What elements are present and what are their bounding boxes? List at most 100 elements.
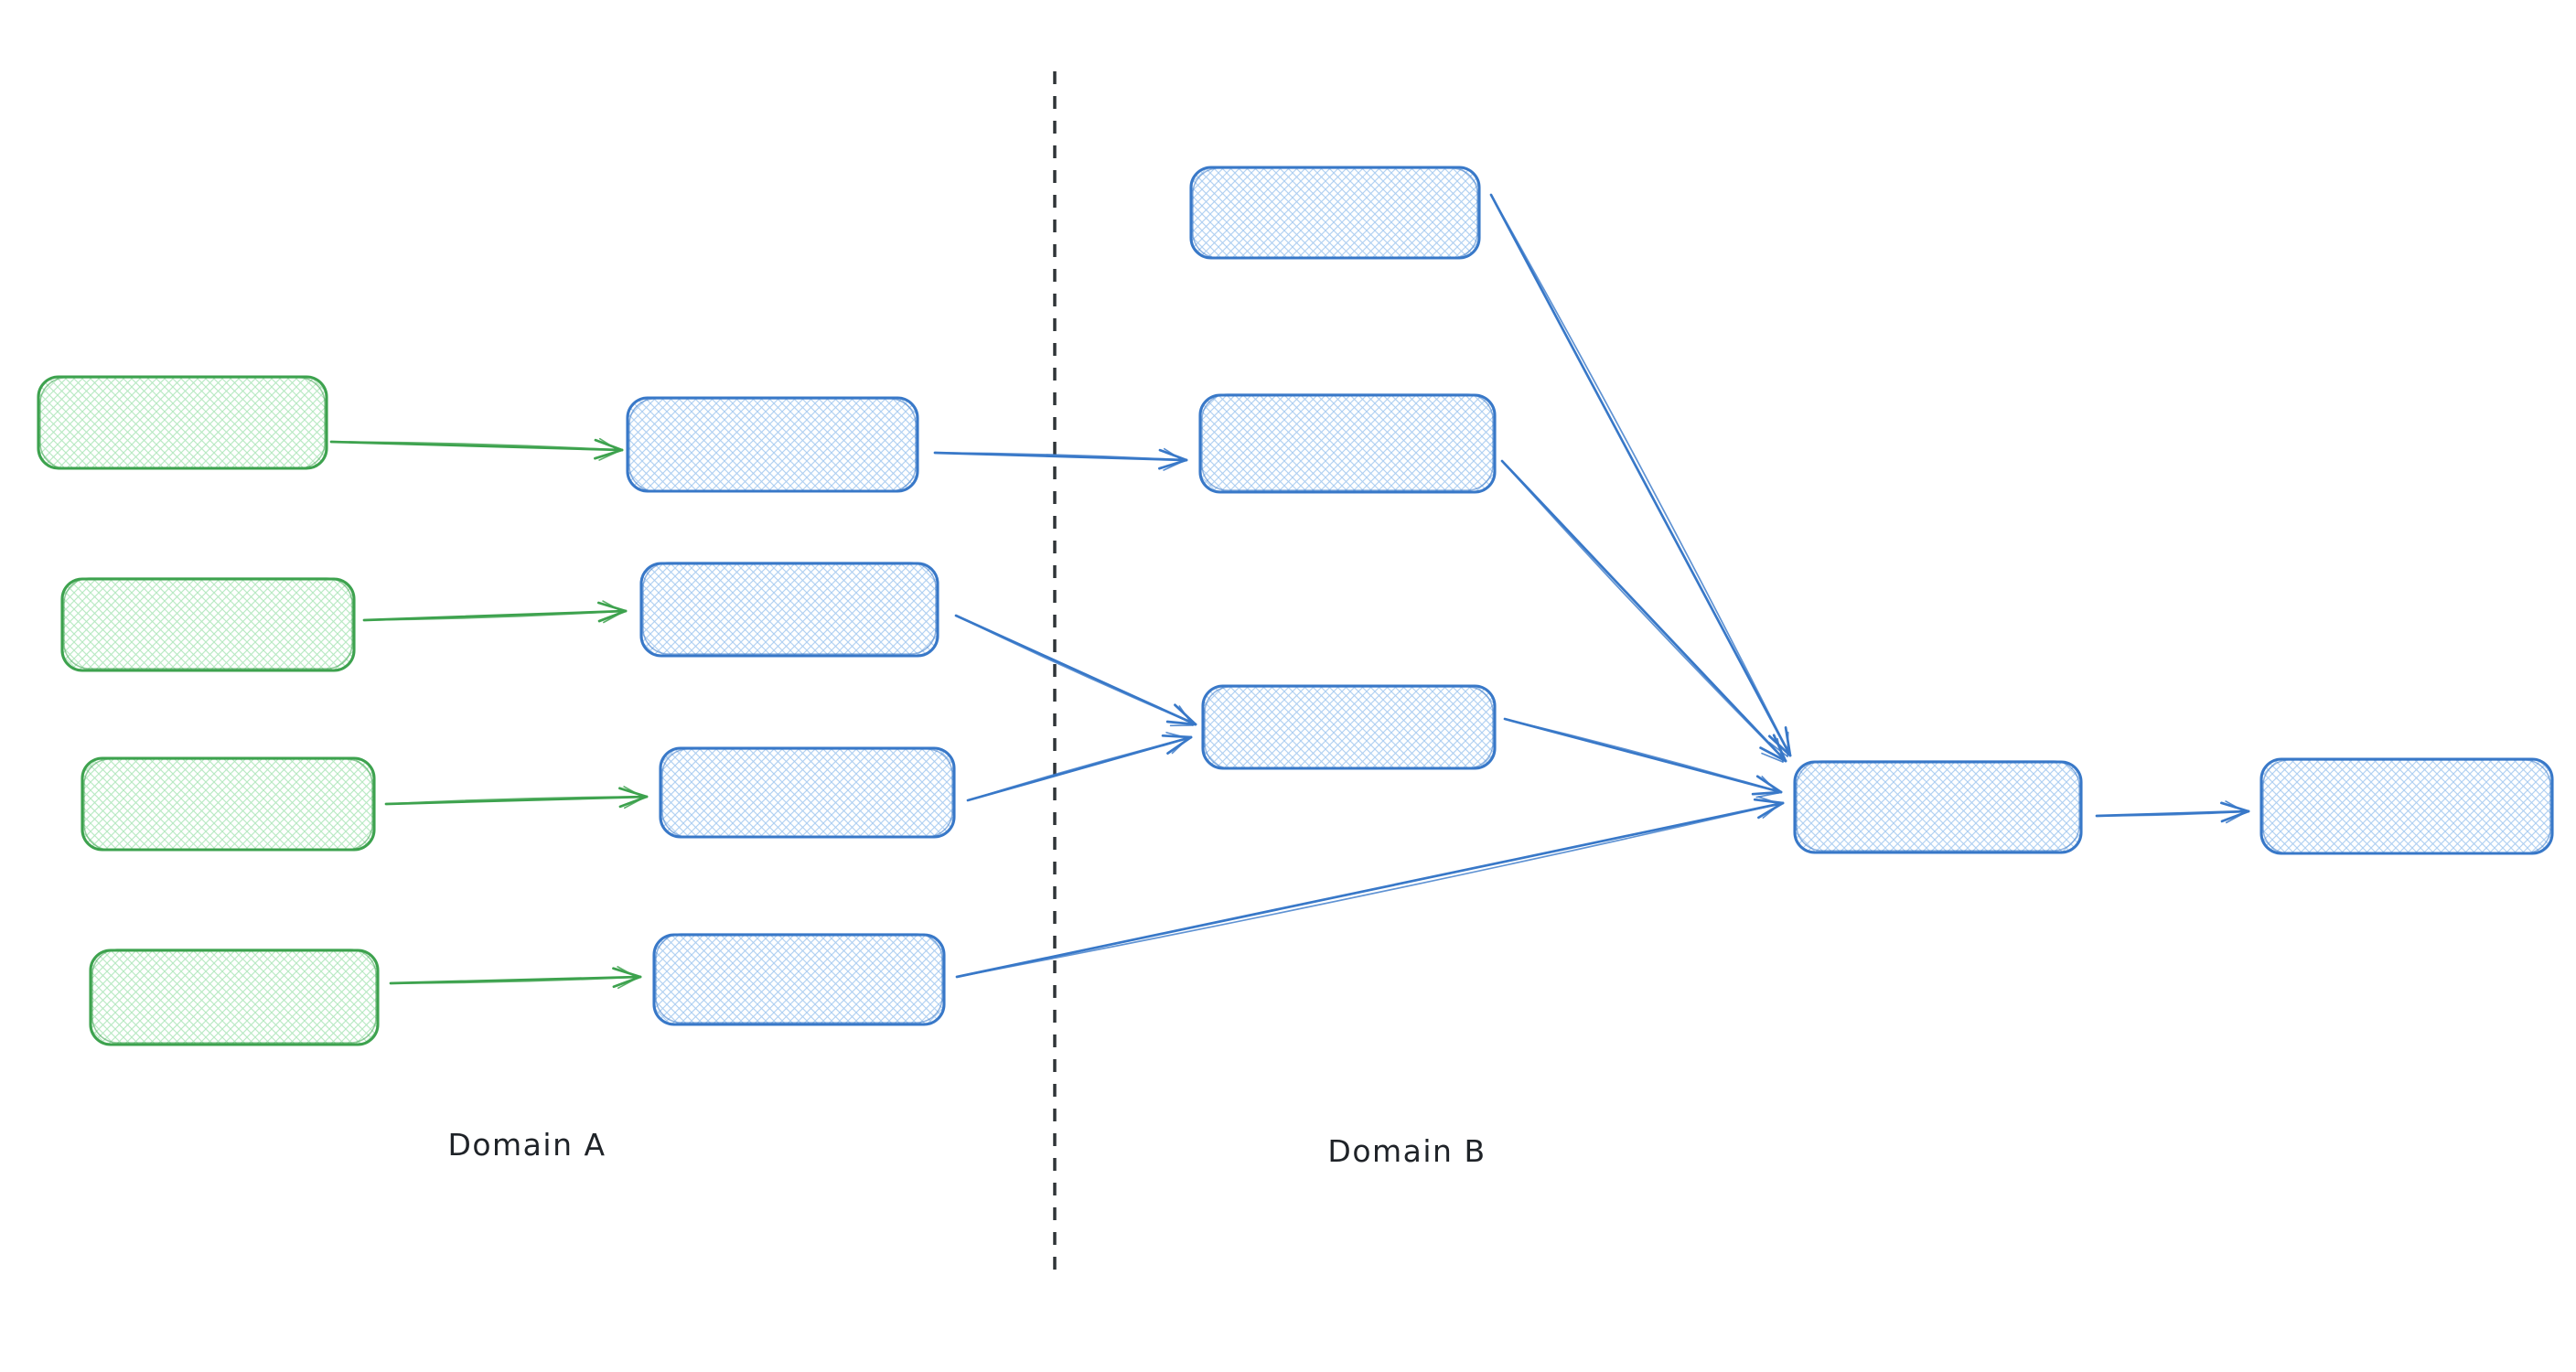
edge-source3-process3[interactable] <box>384 786 649 809</box>
edge-bnode1-aggregator[interactable] <box>1489 193 1792 757</box>
node-domain-a-source-4-shape <box>89 949 380 1046</box>
edge-process2-bnode3-arrowhead-overdraw <box>1178 705 1194 726</box>
node-domain-b-node-2-overdraw <box>1201 393 1494 491</box>
edge-bnode1-aggregator-arrowhead-overdraw <box>1768 741 1788 757</box>
node-domain-b-aggregator[interactable] <box>1793 760 2083 854</box>
edge-bnode2-aggregator[interactable] <box>1500 459 1787 763</box>
edge-source1-process1[interactable] <box>329 437 624 461</box>
edge-process3-bnode3-arrowhead-overdraw <box>1171 737 1189 755</box>
node-domain-b-node-1-overdraw <box>1192 167 1478 259</box>
edge-process2-bnode3-arrowhead <box>1165 720 1197 726</box>
node-domain-a-source-1-shape <box>37 375 328 470</box>
node-domain-b-node-3-shape <box>1201 684 1497 770</box>
edge-bnode2-aggregator-line <box>1500 459 1787 763</box>
node-domain-b-node-2[interactable] <box>1198 393 1497 494</box>
edge-bnode1-aggregator-arrowhead-overdraw <box>1787 731 1789 757</box>
edge-process3-bnode3-line-overdraw <box>967 736 1192 801</box>
edge-bnode2-aggregator-arrowhead-overdraw <box>1761 752 1784 763</box>
node-domain-b-output-shape <box>2259 757 2554 855</box>
node-domain-b-output[interactable] <box>2259 757 2554 855</box>
edge-process4-aggregator-arrowhead <box>1753 798 1785 805</box>
node-domain-b-node-2-shape <box>1198 393 1497 494</box>
node-domain-a-source-3-overdraw <box>83 758 373 851</box>
edge-source1-process1-line <box>329 440 624 452</box>
node-domain-b-node-3[interactable] <box>1201 684 1497 770</box>
edge-source1-process1-arrowhead-overdraw <box>598 437 620 452</box>
node-domain-a-source-1-overdraw <box>39 377 326 469</box>
edge-source3-process3-line <box>384 795 649 806</box>
edge-bnode2-aggregator-line-overdraw <box>1501 460 1787 762</box>
edge-bnode3-aggregator-line <box>1503 717 1783 794</box>
node-domain-b-node-1[interactable] <box>1189 166 1481 260</box>
edge-bnode3-aggregator-arrowhead-overdraw <box>1755 792 1779 799</box>
edge-source3-process3-arrowhead-overdraw <box>623 786 645 799</box>
node-domain-a-process-1[interactable] <box>626 396 919 493</box>
node-domain-b-aggregator-shape <box>1793 760 2083 854</box>
edge-aggregator-output[interactable] <box>2095 800 2250 824</box>
edge-process4-aggregator-arrowhead-overdraw <box>1757 796 1781 805</box>
edge-source4-process4-arrowhead-overdraw <box>617 977 639 990</box>
edge-process4-aggregator-line <box>955 801 1785 979</box>
edge-process1-bnode2-arrowhead-overdraw <box>1163 460 1185 471</box>
node-domain-a-process-2-overdraw <box>642 562 937 655</box>
edge-process1-bnode2-line <box>933 451 1188 462</box>
node-domain-a-source-1[interactable] <box>37 375 328 470</box>
edge-process2-bnode3-line <box>954 614 1197 726</box>
edge-source1-process1-arrowhead-overdraw <box>598 450 620 461</box>
edge-process4-aggregator-line-overdraw <box>956 802 1784 978</box>
edge-process3-bnode3[interactable] <box>966 732 1193 802</box>
node-domain-a-process-1-shape <box>626 396 919 493</box>
edge-source4-process4-arrowhead-overdraw <box>617 966 639 979</box>
edge-process2-bnode3[interactable] <box>954 614 1197 727</box>
node-domain-a-process-4-shape <box>652 933 946 1026</box>
edge-bnode3-aggregator-arrowhead-overdraw <box>1761 776 1779 794</box>
node-domain-a-source-2-overdraw <box>63 577 353 670</box>
edge-source1-process1-line-overdraw <box>330 441 623 451</box>
edge-source4-process4-line <box>389 975 642 985</box>
edge-process1-bnode2[interactable] <box>933 447 1188 471</box>
edge-source4-process4-line-overdraw <box>390 976 641 984</box>
edge-source4-process4[interactable] <box>389 966 642 990</box>
node-domain-a-source-4-overdraw <box>91 949 377 1044</box>
edge-bnode3-aggregator-line-overdraw <box>1504 718 1782 793</box>
edge-aggregator-output-line-overdraw <box>2096 810 2249 817</box>
node-domain-a-source-3[interactable] <box>80 756 376 852</box>
edge-source2-process2-arrowhead-overdraw <box>603 611 624 624</box>
node-domain-a-process-2-shape <box>639 562 939 658</box>
edge-process1-bnode2-arrowhead-overdraw <box>1163 447 1185 462</box>
edge-process4-aggregator[interactable] <box>955 796 1785 979</box>
domain-a-label[interactable]: Domain A <box>447 1127 606 1163</box>
node-domain-a-source-3-shape <box>80 756 376 852</box>
edge-process4-aggregator-arrowhead-overdraw <box>1762 803 1781 819</box>
edge-aggregator-output-arrowhead-overdraw <box>2225 800 2247 813</box>
edge-bnode3-aggregator[interactable] <box>1503 717 1783 799</box>
edge-source3-process3-line-overdraw <box>385 796 648 805</box>
domain-b-label[interactable]: Domain B <box>1327 1133 1486 1169</box>
node-domain-b-node-3-overdraw <box>1204 686 1494 769</box>
node-domain-b-aggregator-overdraw <box>1796 760 2080 852</box>
node-domain-a-process-4[interactable] <box>652 933 946 1026</box>
edge-bnode2-aggregator-arrowhead-overdraw <box>1776 737 1784 763</box>
edge-bnode1-aggregator-line <box>1489 193 1792 757</box>
node-domain-a-process-3[interactable] <box>659 746 956 839</box>
edge-source2-process2-line <box>362 609 628 622</box>
edge-source2-process2-arrowhead-overdraw <box>602 600 624 613</box>
edge-source2-process2[interactable] <box>362 600 628 624</box>
node-domain-a-source-2-shape <box>60 577 356 672</box>
edge-process1-bnode2-line-overdraw <box>934 452 1187 461</box>
node-domain-b-node-1-shape <box>1189 166 1481 260</box>
node-domain-a-process-3-overdraw <box>661 748 953 838</box>
edge-source3-process3-arrowhead-overdraw <box>623 797 645 809</box>
node-domain-a-source-4[interactable] <box>89 949 380 1046</box>
edge-bnode1-aggregator-line-overdraw <box>1490 194 1791 756</box>
node-domain-b-output-overdraw <box>2262 759 2551 854</box>
edge-bnode3-aggregator-arrowhead <box>1751 790 1783 796</box>
node-domain-a-process-3-shape <box>659 746 956 839</box>
edge-aggregator-output-arrowhead-overdraw <box>2226 811 2247 824</box>
node-domain-a-source-2[interactable] <box>60 577 356 672</box>
node-domain-a-process-4-overdraw <box>655 933 943 1024</box>
edge-process3-bnode3-arrowhead-overdraw <box>1165 732 1189 739</box>
node-domain-a-process-2[interactable] <box>639 562 939 658</box>
